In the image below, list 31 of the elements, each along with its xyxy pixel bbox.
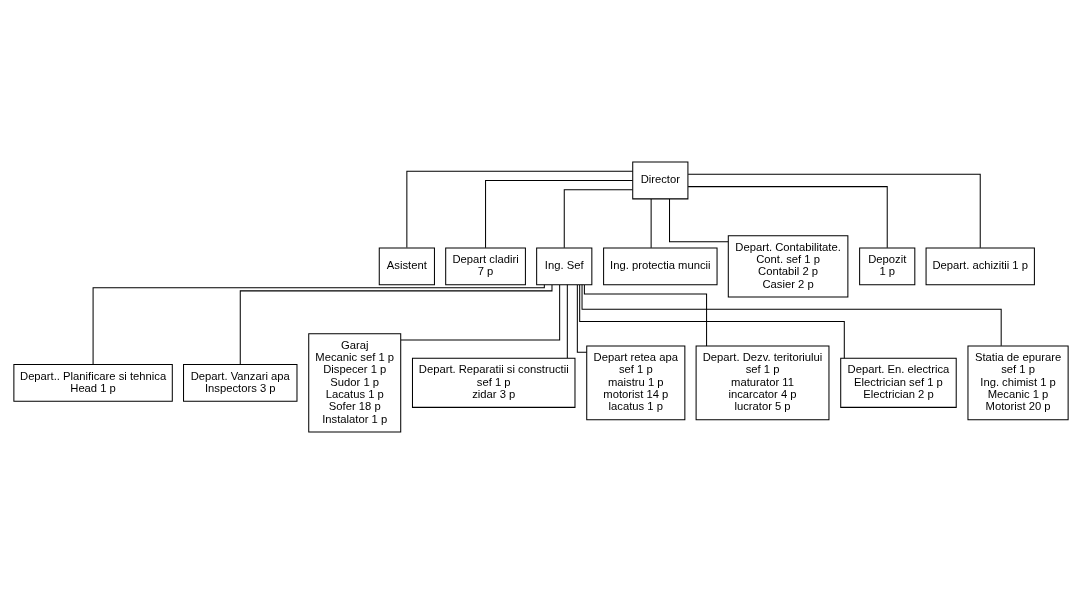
node-box: Ing. protectia muncii — [603, 247, 718, 286]
connector — [579, 284, 845, 359]
connector — [400, 284, 561, 341]
connector — [485, 180, 634, 249]
node-box: Depart. Dezv. teritoriului sef 1 p maturator 11 incarcator 4 p lucrator 5 p — [695, 345, 830, 421]
connector — [583, 284, 708, 347]
connector — [576, 284, 588, 353]
node-box: Depozit 1 p — [859, 247, 916, 286]
node-box: Depart. En. electrica Electrician sef 1 p Electrician 2 p — [840, 357, 957, 408]
connector — [406, 170, 634, 249]
node-box: Depart. Contabilitate. Cont. sef 1 p Contabil 2 p Casier 2 p — [727, 235, 849, 298]
connector — [687, 173, 981, 249]
connector — [566, 284, 568, 359]
node-box: Director — [632, 161, 689, 200]
connector — [92, 284, 545, 365]
connector — [687, 186, 888, 249]
connector — [239, 284, 553, 365]
node-box: Depart.. Planificare si tehnica Head 1 p — [13, 363, 173, 402]
connector — [581, 284, 1002, 347]
node-box: Asistent — [378, 247, 435, 286]
node-box: Depart retea apa sef 1 p maistru 1 p motorist 14 p lacatus 1 p — [586, 345, 686, 421]
connector — [563, 189, 634, 249]
connector — [650, 198, 652, 249]
node-box: Ing. Sef — [536, 247, 593, 286]
node-box: Depart. Reparatii si constructii sef 1 p zidar 3 p — [411, 357, 576, 408]
node-box: Statia de epurare sef 1 p Ing. chimist 1 p Mecanic 1 p Motorist 20 p — [967, 345, 1069, 421]
connector — [669, 198, 729, 243]
node-box: Garaj Mecanic sef 1 p Dispecer 1 p Sudor 1 p Lacatus 1 p Sofer 18 p Instalator 1 p — [308, 333, 402, 433]
node-box: Depart. Vanzari apa Inspectors 3 p — [183, 363, 298, 402]
node-box: Depart. achizitii 1 p — [925, 247, 1035, 286]
node-box: Depart cladiri 7 p — [445, 247, 526, 286]
